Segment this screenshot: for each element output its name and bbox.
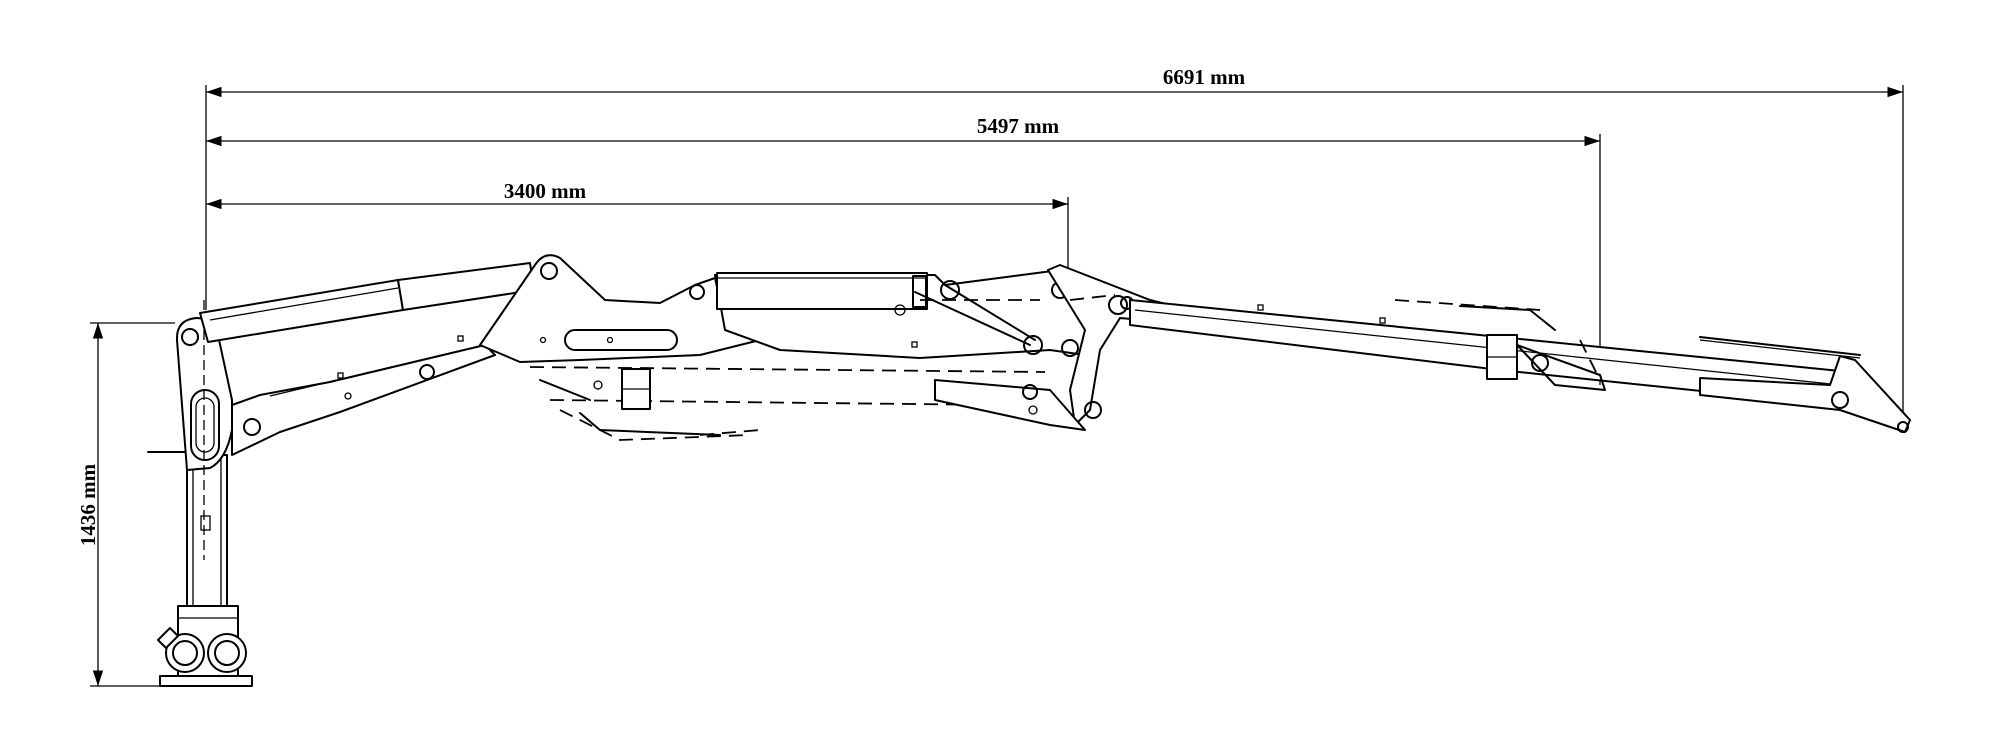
dimension-label-5497: 5497 mm [977, 114, 1060, 138]
main-boom-knuckle [479, 254, 761, 363]
dashed-alt-boom [529, 366, 1086, 441]
crane-base [157, 605, 253, 687]
dimension-6691: 6691 mm [206, 65, 1903, 98]
crane-column [147, 451, 228, 607]
dashed-alt-outline [1394, 299, 1556, 331]
tip-section [1699, 336, 1911, 433]
dimension-label-3400: 3400 mm [504, 179, 587, 203]
dimension-1436: 1436 mm [76, 322, 175, 687]
column-head [175, 300, 233, 560]
dimension-5497: 5497 mm [206, 114, 1600, 147]
dimension-label-1436: 1436 mm [76, 463, 100, 546]
main-boom-lower [231, 344, 496, 456]
outer-boom [714, 269, 1086, 359]
dimension-label-6691: 6691 mm [1163, 65, 1246, 89]
rivet-marks [337, 304, 1386, 379]
lift-cylinder [199, 262, 535, 343]
dimension-3400: 3400 mm [206, 179, 1068, 210]
